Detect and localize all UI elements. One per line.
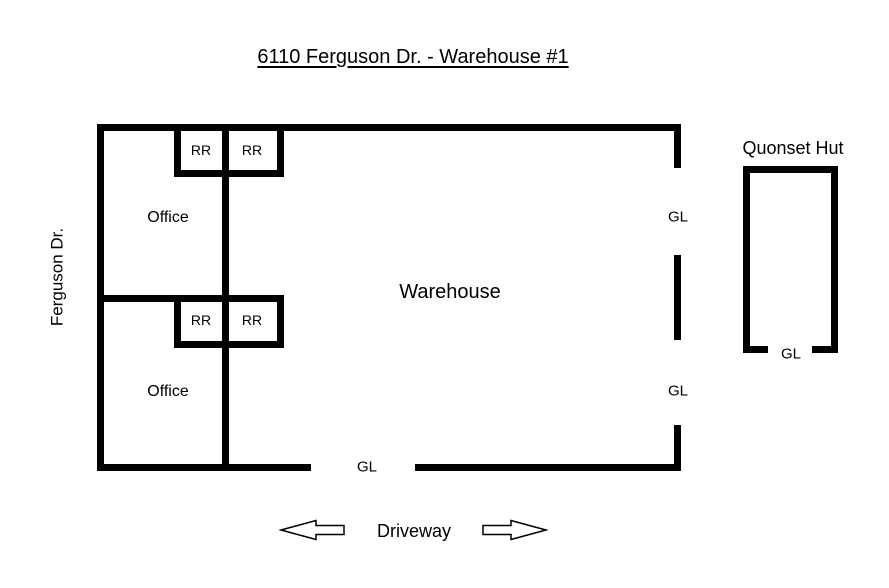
- quonset-wall-top: [743, 166, 838, 173]
- wall-top: [97, 124, 681, 131]
- driveway-label: Driveway: [376, 521, 452, 541]
- gl-right-lower-label: GL: [667, 382, 689, 400]
- gl-bottom-label: GL: [356, 458, 378, 476]
- wall-right-lower-segment: [674, 425, 681, 471]
- office-upper-label: Office: [147, 209, 189, 226]
- wall-rr-upper-right-side: [277, 124, 284, 177]
- page-title: 6110 Ferguson Dr. - Warehouse #1: [257, 46, 569, 68]
- wall-rr-lower-right-side: [277, 295, 284, 348]
- wall-bottom-right-segment: [415, 464, 681, 471]
- wall-rr-upper-left-side: [174, 124, 181, 177]
- rr-lower-right-label: RR: [241, 312, 263, 328]
- driveway-arrow-right-icon: [482, 519, 548, 541]
- driveway-arrow-left-icon: [279, 519, 345, 541]
- gl-right-upper-label: GL: [667, 208, 689, 226]
- wall-rr-lower-left-side: [174, 295, 181, 348]
- quonset-wall-bottom-right-segment: [812, 346, 838, 353]
- wall-rr-lower-bottom: [174, 341, 284, 348]
- rr-upper-left-label: RR: [190, 142, 212, 158]
- quonset-wall-right: [831, 166, 838, 353]
- quonset-hut-label: Quonset Hut: [742, 138, 844, 158]
- gl-quonset-label: GL: [780, 345, 802, 363]
- rr-lower-left-label: RR: [190, 312, 212, 328]
- rr-upper-right-label: RR: [241, 142, 263, 158]
- warehouse-label: Warehouse: [399, 281, 501, 303]
- office-lower-label: Office: [147, 383, 189, 400]
- street-name-label: Ferguson Dr.: [47, 227, 67, 327]
- wall-office-divider-horizontal: [97, 295, 284, 302]
- wall-right-upper-segment: [674, 124, 681, 168]
- wall-rr-upper-bottom: [174, 170, 284, 177]
- wall-right-middle-segment: [674, 255, 681, 340]
- quonset-wall-bottom-left-segment: [743, 346, 768, 353]
- wall-bottom-left-segment: [97, 464, 311, 471]
- quonset-wall-left: [743, 166, 750, 353]
